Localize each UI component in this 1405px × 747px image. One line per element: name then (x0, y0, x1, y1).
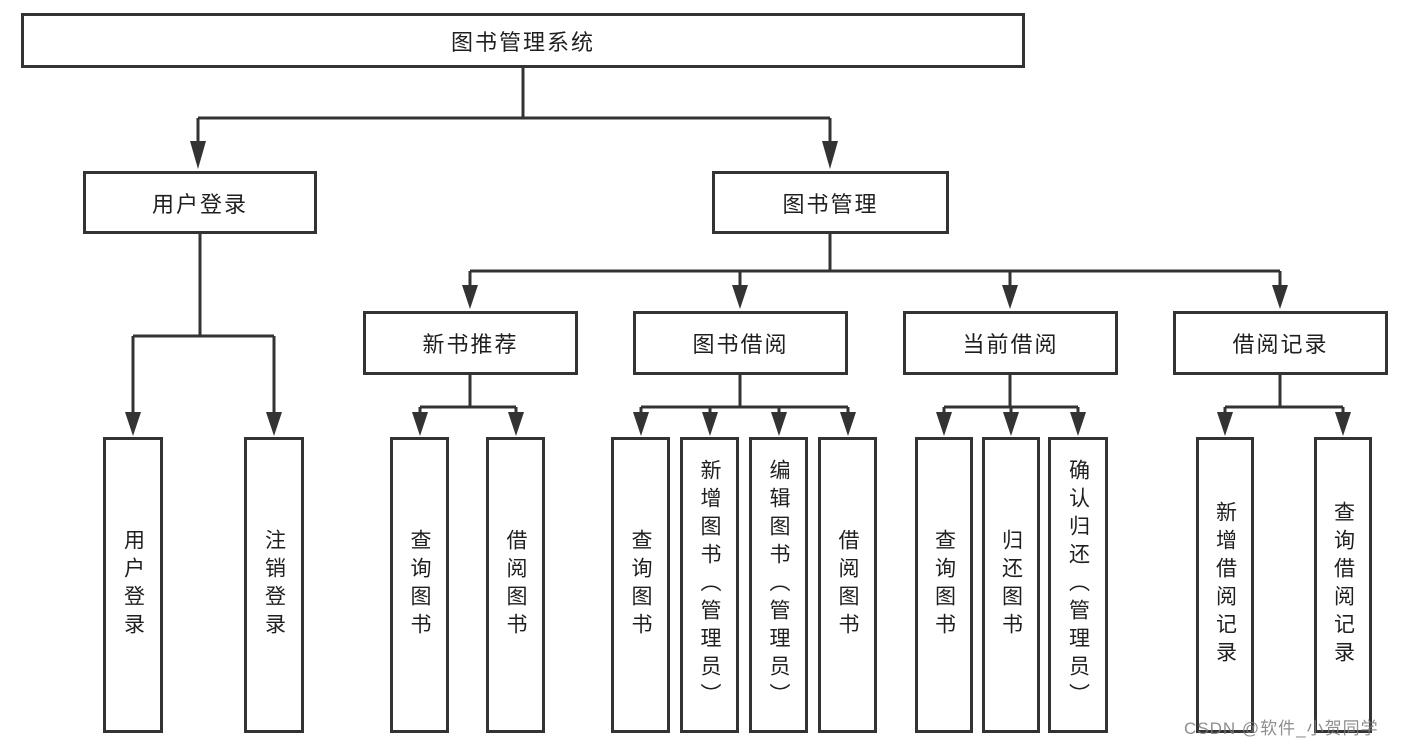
connector-currentborrow-to-leaves (942, 375, 1080, 413)
arrowhead-icon (1217, 412, 1351, 436)
connector-userlogin-to-leaves (131, 234, 276, 413)
node-label: 图书管理 (782, 191, 879, 217)
leaf-borrow-books-recommend: 借阅图书 (486, 437, 545, 733)
node-label: 注销登录 (262, 529, 286, 641)
node-label: 借阅图书 (836, 529, 859, 641)
node-label: 借阅记录 (1232, 332, 1329, 357)
node-label: 新增图书（管理员） (698, 459, 721, 711)
node-new-book-recommendation: 新书推荐 (363, 311, 578, 375)
node-book-management: 图书管理 (712, 171, 949, 234)
node-library-system: 图书管理系统 (21, 13, 1025, 68)
leaf-user-login: 用户登录 (103, 437, 163, 733)
watermark-text: CSDN @软件_小贺同学 (1184, 719, 1379, 738)
arrowhead-icon (633, 412, 856, 436)
leaf-query-borrow-record: 查询借阅记录 (1314, 437, 1372, 733)
node-label: 借阅图书 (504, 529, 527, 641)
leaf-add-borrow-record: 新增借阅记录 (1196, 437, 1254, 733)
node-label: 新书推荐 (422, 332, 519, 357)
leaf-edit-books-admin: 编辑图书（管理员） (749, 437, 808, 733)
connector-records-to-leaves (1223, 375, 1345, 413)
node-label: 查询图书 (629, 529, 652, 641)
connector-newbook-to-leaves (418, 375, 518, 413)
node-label: 用户登录 (151, 191, 248, 217)
arrowhead-icon (462, 285, 1288, 309)
node-user-login: 用户登录 (83, 171, 317, 234)
node-label: 确认归还（管理员） (1066, 459, 1090, 711)
leaf-confirm-return-admin: 确认归还（管理员） (1048, 437, 1108, 733)
leaf-query-books-recommend: 查询图书 (390, 437, 449, 733)
leaf-query-books-borrow: 查询图书 (611, 437, 670, 733)
leaf-logout-login: 注销登录 (244, 437, 304, 733)
arrowhead-icon (125, 412, 282, 436)
connector-bookborrow-to-leaves (639, 375, 850, 413)
leaf-return-books: 归还图书 (982, 437, 1040, 733)
node-label: 编辑图书（管理员） (767, 459, 790, 711)
arrowhead-icon (190, 141, 838, 169)
leaf-add-books-admin: 新增图书（管理员） (680, 437, 739, 733)
node-borrowing-records: 借阅记录 (1173, 311, 1388, 375)
arrowhead-icon (412, 412, 524, 436)
leaf-borrow-books: 借阅图书 (818, 437, 877, 733)
node-label: 图书借阅 (692, 332, 789, 357)
node-label: 查询借阅记录 (1331, 501, 1355, 669)
node-label: 图书管理系统 (450, 29, 595, 55)
node-book-borrowing: 图书借阅 (633, 311, 848, 375)
node-label: 新增借阅记录 (1213, 501, 1237, 669)
node-label: 查询图书 (408, 529, 431, 641)
node-label: 用户登录 (121, 529, 145, 641)
node-label: 当前借阅 (962, 332, 1059, 357)
node-label: 归还图书 (999, 529, 1023, 641)
node-label: 查询图书 (932, 529, 956, 641)
connector-root-to-level2 (196, 66, 832, 142)
leaf-query-books-current: 查询图书 (915, 437, 973, 733)
connector-bookmgmt-to-level3 (468, 234, 1282, 286)
node-current-borrowing: 当前借阅 (903, 311, 1118, 375)
arrowhead-icon (936, 412, 1086, 436)
